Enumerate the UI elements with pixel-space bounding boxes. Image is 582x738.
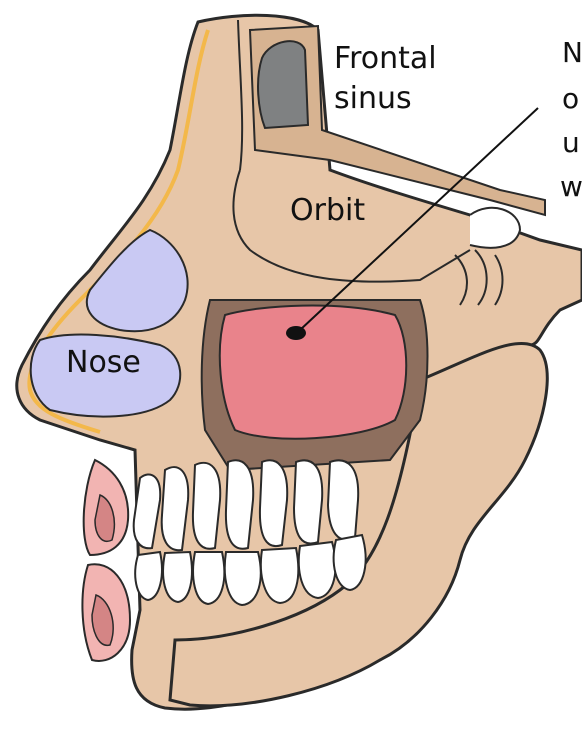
upper-tooth: [328, 460, 358, 540]
frontal-sinus-cavity: [258, 41, 308, 128]
lower-tooth: [135, 552, 162, 600]
lower-tooth: [193, 552, 224, 604]
orbit-notch: [470, 208, 520, 248]
upper-tooth: [162, 467, 189, 550]
label-cut-off-line1: N: [562, 36, 582, 69]
upper-tooth: [193, 463, 220, 549]
lower-tooth: [334, 535, 366, 590]
upper-tooth: [226, 460, 253, 548]
lower-tooth: [299, 542, 336, 598]
label-frontal-sinus-line1: Frontal: [334, 41, 437, 76]
label-cut-off-line2: o: [562, 82, 579, 115]
upper-tooth: [294, 460, 322, 543]
label-orbit: Orbit: [290, 193, 365, 228]
nasal-cartilage-upper: [87, 230, 188, 331]
label-nose: Nose: [66, 345, 141, 380]
maxillary-sinus-cavity: [220, 306, 406, 439]
lower-tooth: [163, 552, 192, 602]
upper-tooth: [260, 460, 287, 546]
lower-tooth: [225, 552, 261, 605]
label-cut-off-line3: u: [562, 126, 580, 159]
label-frontal-sinus-line2: sinus: [334, 81, 412, 116]
label-cut-off-line4: w: [560, 170, 582, 203]
